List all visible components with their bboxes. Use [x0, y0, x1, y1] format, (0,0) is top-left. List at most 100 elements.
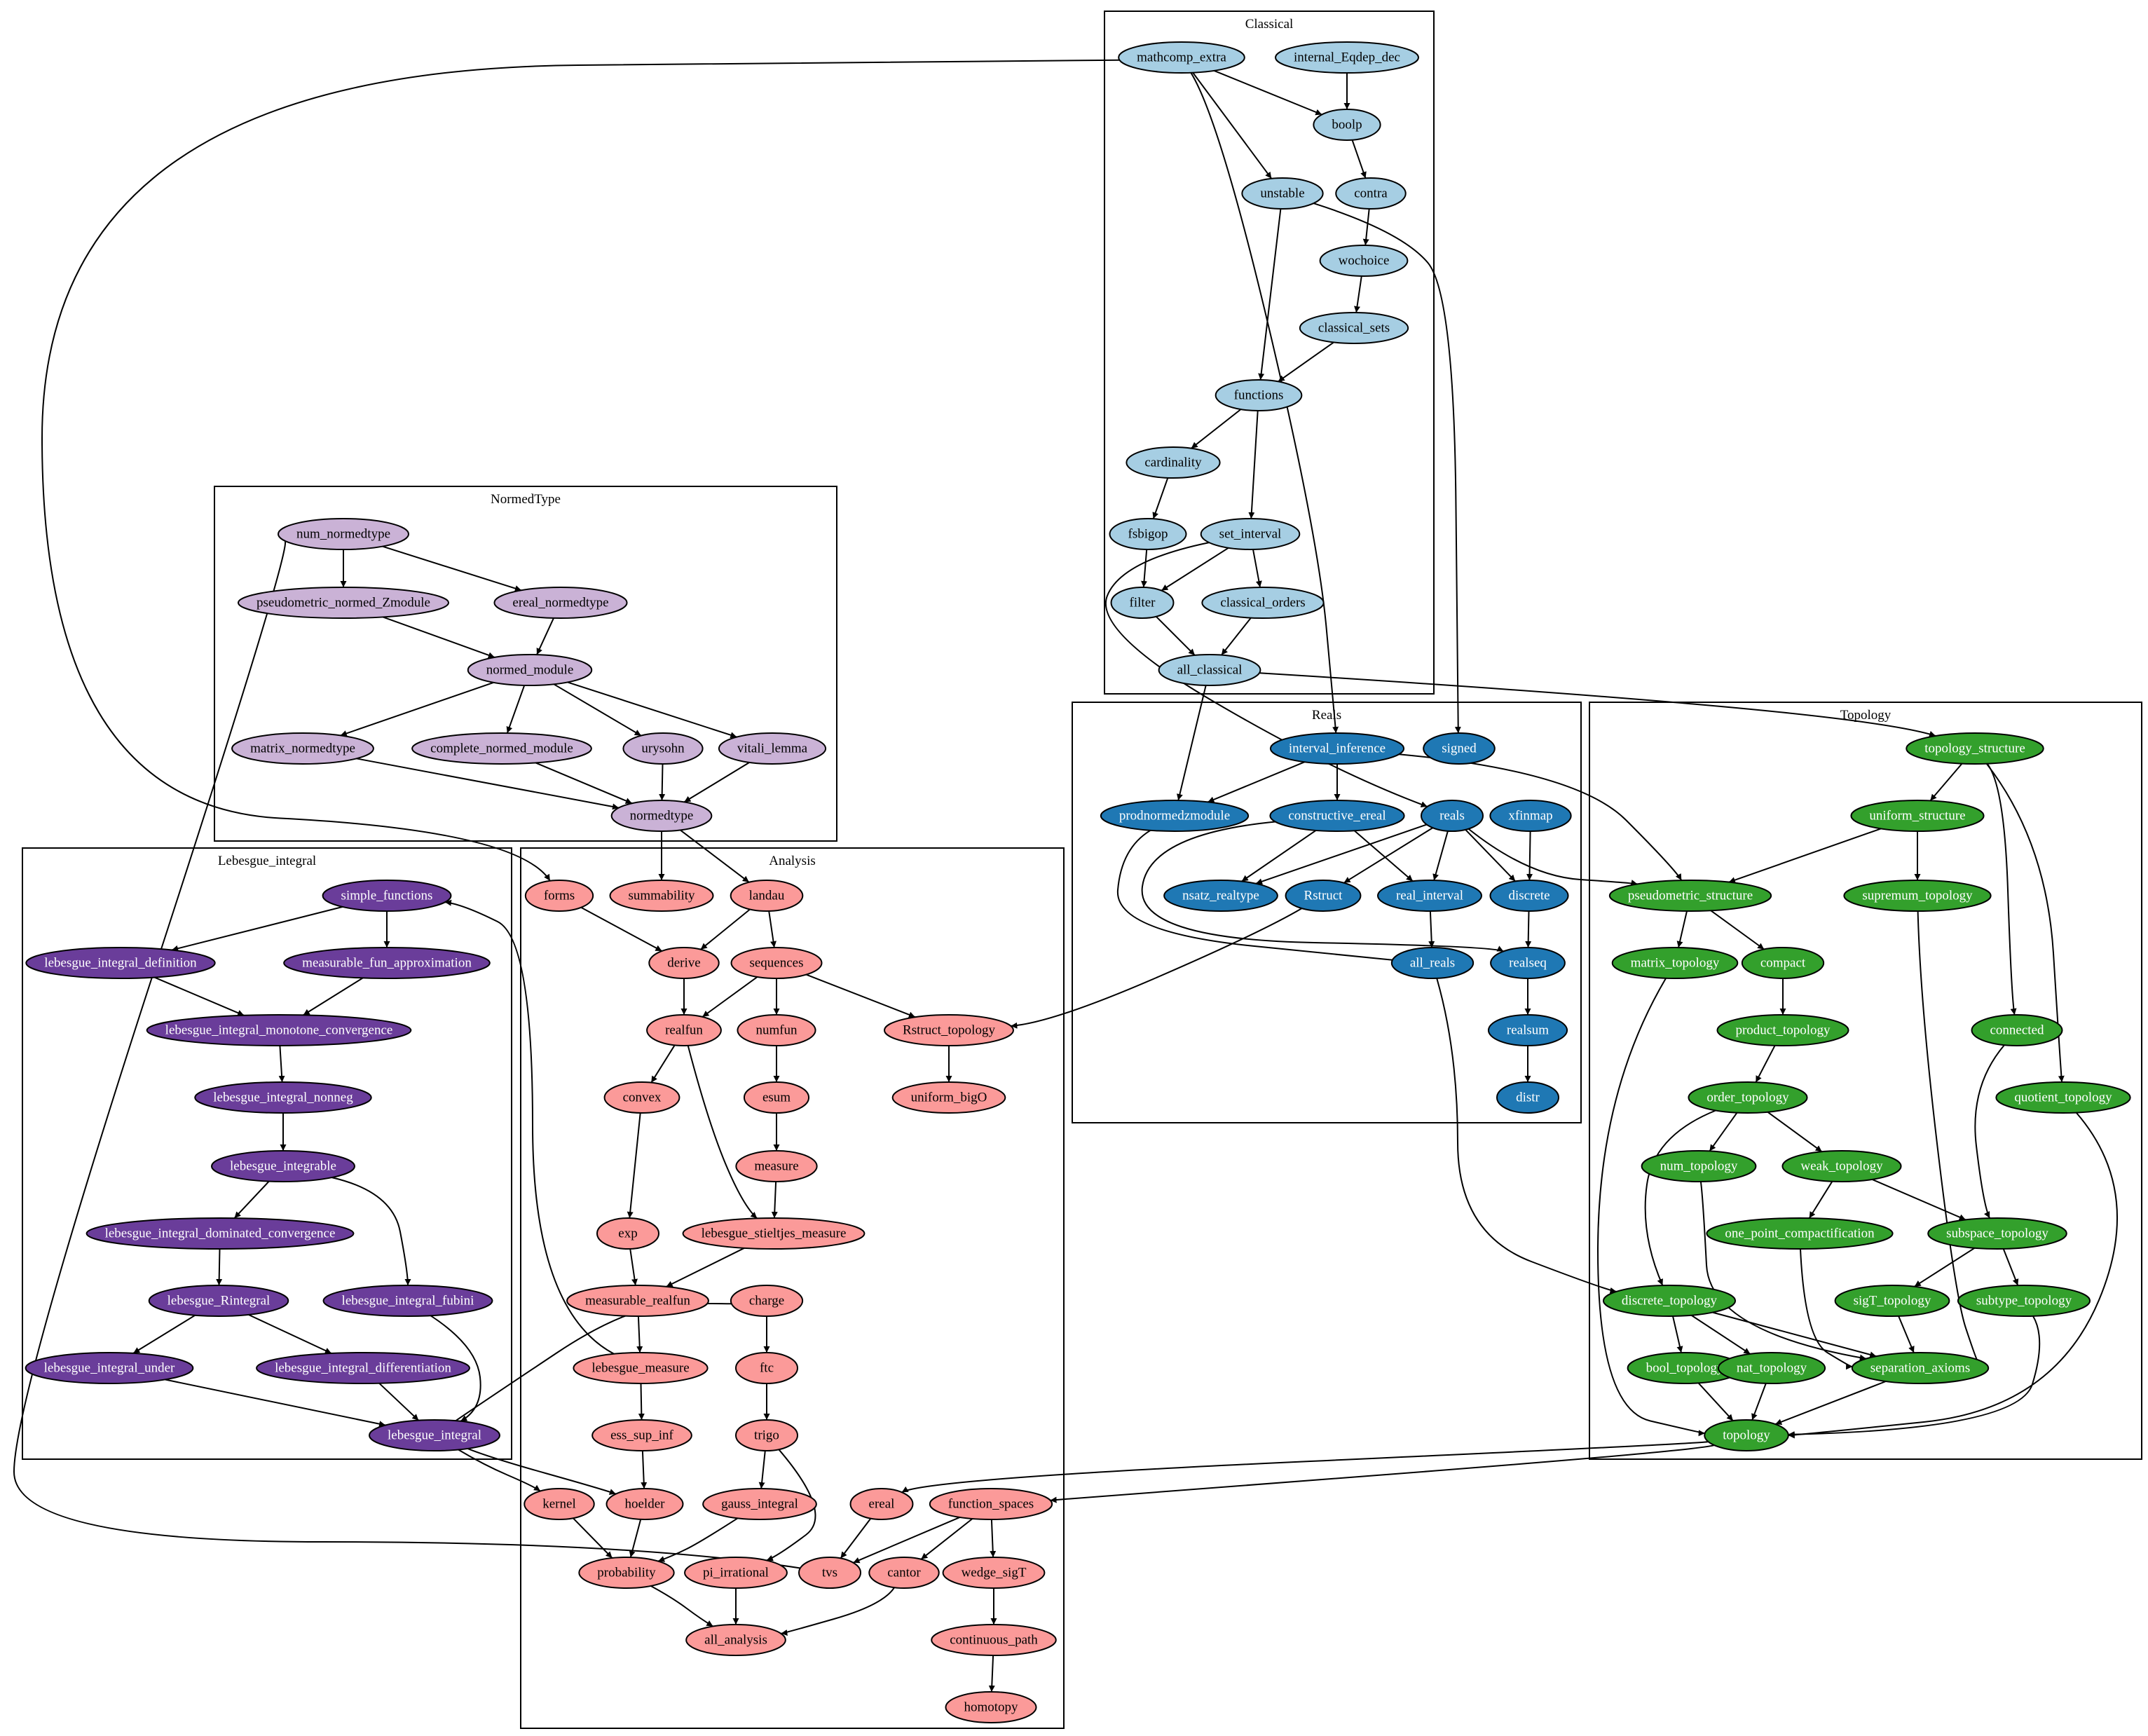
- cluster-reals: Reals: [1072, 702, 1582, 1123]
- node-label: distr: [1516, 1091, 1540, 1105]
- node-ellipse: [730, 880, 804, 912]
- edge-lebesgue_stieltjes_measure-to-measurable_realfun: [666, 1247, 745, 1287]
- node-label: wedge_sigT: [962, 1566, 1027, 1580]
- node-ellipse: [1126, 446, 1221, 479]
- node-label: topology_structure: [1924, 741, 2025, 756]
- node-label: Rstruct: [1304, 889, 1343, 903]
- edge-kernel-to-probability: [573, 1517, 613, 1559]
- edge-xfinmap-to-discrete: [1526, 831, 1533, 881]
- node-ellipse: [646, 1014, 722, 1046]
- edge-prodnormedzmodule-to-all_reals: [1116, 829, 1400, 964]
- edge-normed_module-to-urysohn: [553, 683, 642, 737]
- node-label: lebesgue_integral_dominated_convergence: [105, 1226, 336, 1241]
- edge-function_spaces-to-cantor: [920, 1518, 973, 1560]
- node-ellipse: [929, 1488, 1053, 1520]
- node-label: esum: [762, 1091, 791, 1105]
- node-label: fsbigop: [1128, 527, 1168, 542]
- node-label: derive: [667, 956, 700, 971]
- node-label: filter: [1130, 596, 1156, 610]
- edge-one_point_compactification-to-separation_axioms: [1800, 1248, 1853, 1370]
- node-ellipse: [682, 1217, 866, 1250]
- edge-lebesgue_measure-to-ess_sup_inf: [638, 1383, 645, 1421]
- edge-classical_sets-to-functions: [1278, 341, 1334, 383]
- node-all-reals: all_reals: [1390, 947, 1475, 979]
- node-lebesgue-integral-dominated-convergence: lebesgue_integral_dominated_convergence: [85, 1217, 355, 1250]
- node-realseq: realseq: [1490, 947, 1566, 979]
- node-product-topology: product_topology: [1716, 1014, 1849, 1046]
- node-label: cardinality: [1144, 456, 1202, 470]
- node-ellipse: [1489, 880, 1569, 912]
- node-ellipse: [277, 518, 410, 550]
- node-measurable-fun-approximation: measurable_fun_approximation: [283, 947, 491, 979]
- edge-interval_inference-to-pseudometric_structure: [1399, 753, 1683, 881]
- edge-constructive_ereal-to-real_interval: [1353, 830, 1414, 882]
- node-ellipse: [524, 880, 594, 912]
- node-ellipse: [1423, 732, 1496, 765]
- node-ellipse: [1851, 1352, 1990, 1384]
- node-label: charge: [749, 1294, 784, 1308]
- node-ellipse: [730, 947, 823, 979]
- node-classical-orders: classical_orders: [1201, 587, 1325, 619]
- node-ellipse: [1741, 947, 1825, 979]
- node-subspace-topology: subspace_topology: [1927, 1217, 2067, 1250]
- node-internal-eqdep-dec: internal_Eqdep_dec: [1275, 41, 1419, 74]
- edge-discrete_topology-to-nat_topology: [1690, 1314, 1751, 1355]
- node-ellipse: [591, 1419, 692, 1451]
- node-label: homotopy: [964, 1700, 1018, 1715]
- cluster-analysis: Analysis: [520, 847, 1065, 1729]
- node-num-topology: num_topology: [1641, 1150, 1757, 1182]
- node-label: ess_sup_inf: [610, 1428, 673, 1443]
- node-label: connected: [1990, 1023, 2044, 1038]
- node-ellipse: [596, 1217, 659, 1250]
- edge-forms-to-derive: [580, 906, 662, 952]
- node-ellipse: [1706, 1217, 1894, 1250]
- edge-constructive_ereal-to-nsatz_realtype: [1241, 830, 1317, 882]
- node-label: nat_topology: [1737, 1361, 1807, 1376]
- edge-ess_sup_inf-to-hoelder: [641, 1450, 648, 1489]
- node-label: uniform_structure: [1869, 809, 1965, 823]
- node-label: contra: [1354, 186, 1388, 201]
- node-uniform-structure: uniform_structure: [1850, 800, 1985, 832]
- node-ellipse: [1927, 1217, 2067, 1250]
- node-rstruct: Rstruct: [1285, 880, 1362, 912]
- node-pseudometric-normed-zmodule: pseudometric_normed_Zmodule: [238, 587, 449, 619]
- node-label: ftc: [760, 1361, 774, 1376]
- edge-normed_module-to-matrix_normedtype: [340, 681, 494, 737]
- node-pseudometric-structure: pseudometric_structure: [1608, 880, 1772, 912]
- edge-tvs-to-num_normedtype: [13, 537, 801, 1569]
- node-lebesgue-integrable: lebesgue_integrable: [211, 1150, 355, 1182]
- edge-mathcomp_extra-to-boolp: [1213, 69, 1322, 116]
- node-ellipse: [146, 1014, 412, 1046]
- node-label: sigT_topology: [1854, 1294, 1931, 1308]
- node-ereal-normedtype: ereal_normedtype: [493, 587, 628, 619]
- node-homotopy: homotopy: [945, 1691, 1037, 1723]
- node-ellipse: [891, 1081, 1006, 1114]
- edge-discrete_topology-to-separation_axioms: [1712, 1311, 1877, 1358]
- edge-lebesgue_integral_definition-to-lebesgue_integral_monotone_convergence: [153, 976, 245, 1016]
- node-ellipse: [737, 1014, 816, 1046]
- node-wochoice: wochoice: [1319, 245, 1409, 277]
- node-label: urysohn: [641, 741, 685, 756]
- edge-sequences-to-realfun: [702, 976, 758, 1018]
- edge-topology_structure-to-connected: [1986, 763, 2017, 1016]
- edge-landau-to-sequences: [768, 910, 777, 948]
- node-ftc: ftc: [735, 1352, 798, 1384]
- node-ellipse: [1608, 880, 1772, 912]
- node-realfun: realfun: [646, 1014, 722, 1046]
- node-ellipse: [1843, 880, 1992, 912]
- node-label: real_interval: [1396, 889, 1463, 903]
- node-quotient-topology: quotient_topology: [1995, 1081, 2131, 1114]
- node-ellipse: [1496, 1081, 1559, 1114]
- node-label: tvs: [822, 1566, 837, 1580]
- node-label: all_reals: [1410, 956, 1455, 971]
- node-label: mathcomp_extra: [1137, 50, 1226, 65]
- node-hoelder: hoelder: [606, 1488, 684, 1520]
- cluster-label: Classical: [1245, 17, 1294, 32]
- node-label: Rstruct_topology: [903, 1023, 995, 1038]
- node-label: lebesgue_stieltjes_measure: [702, 1226, 847, 1241]
- node-real-interval: real_interval: [1376, 880, 1483, 912]
- edge-contra-to-wochoice: [1362, 208, 1370, 246]
- edge-quotient_topology-to-topology: [1788, 1112, 2119, 1439]
- edge-pseudometric_normed_Zmodule-to-normed_module: [383, 616, 495, 659]
- node-bool-topology: bool_topology: [1627, 1352, 1743, 1384]
